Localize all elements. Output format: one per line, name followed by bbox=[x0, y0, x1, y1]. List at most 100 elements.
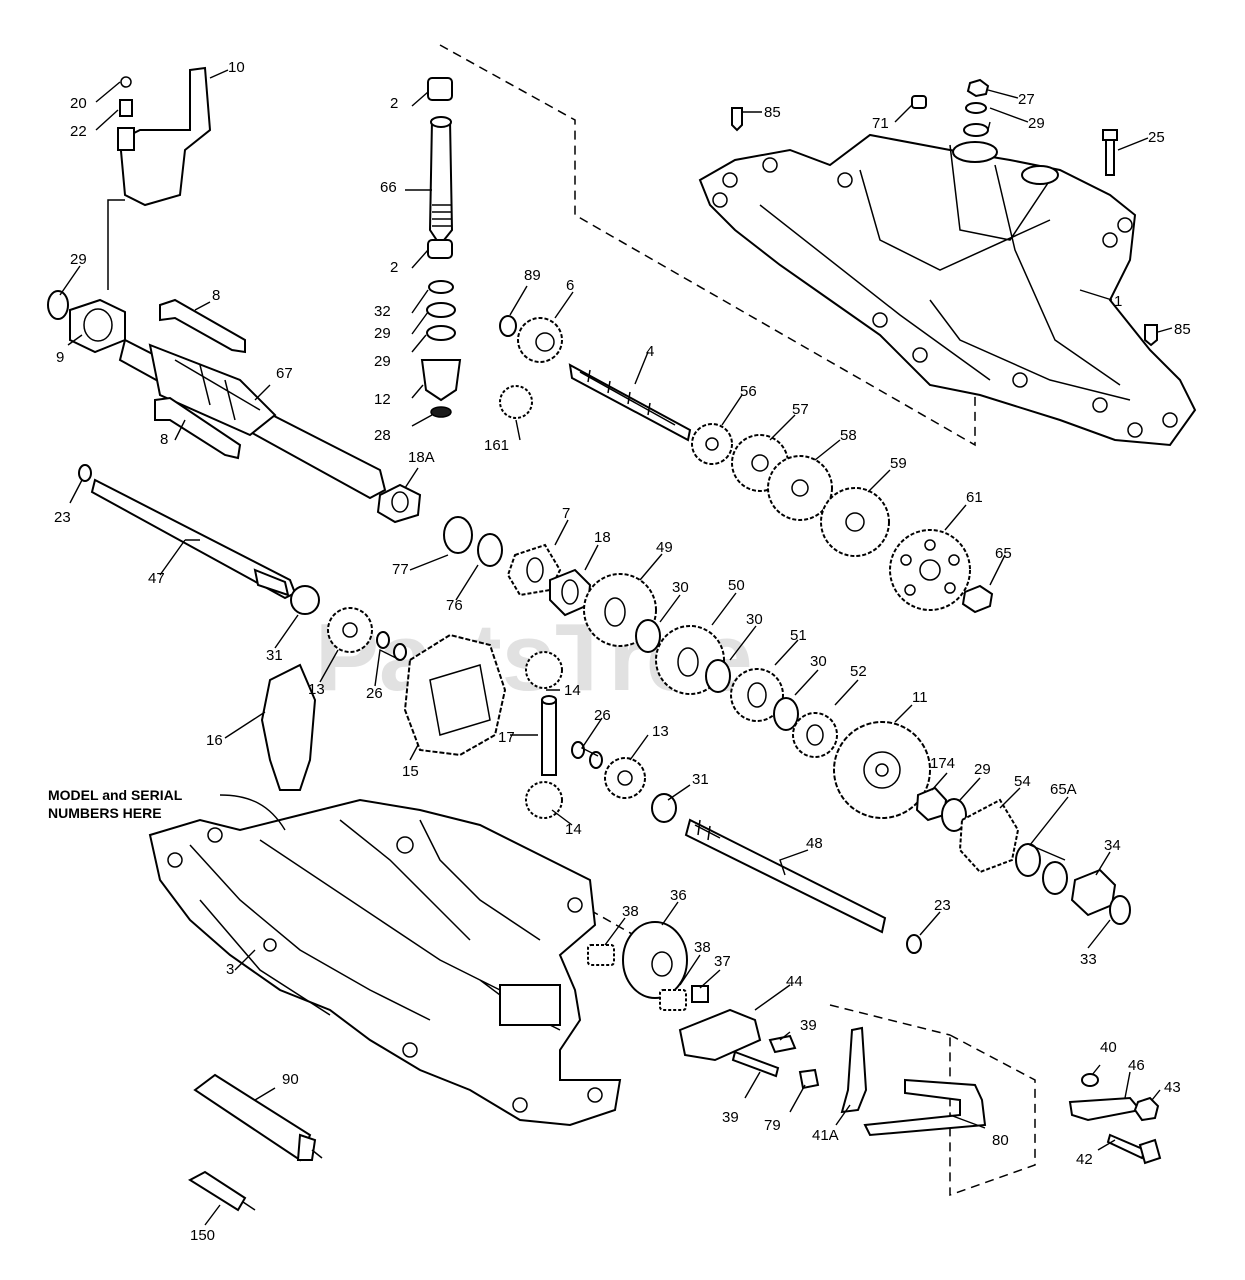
snap-ring-part-77 bbox=[443, 516, 473, 554]
callout-29: 29 bbox=[974, 761, 991, 778]
callout-34: 34 bbox=[1104, 837, 1121, 854]
callout-56: 56 bbox=[740, 383, 757, 400]
bevel-gear-part-14-bottom bbox=[525, 781, 563, 819]
bracket-part-80 bbox=[863, 1078, 987, 1137]
callout-48: 48 bbox=[806, 835, 823, 852]
callout-26: 26 bbox=[366, 685, 383, 702]
caliper-part-44 bbox=[678, 1008, 762, 1062]
callout-7: 7 bbox=[562, 505, 570, 522]
callout-10: 10 bbox=[228, 59, 245, 76]
callout-47: 47 bbox=[148, 570, 165, 587]
callout-90: 90 bbox=[282, 1071, 299, 1088]
nut-part-65 bbox=[961, 584, 994, 614]
callout-17: 17 bbox=[498, 729, 515, 746]
callout-31: 31 bbox=[692, 771, 709, 788]
callout-71: 71 bbox=[872, 115, 889, 132]
brake-disc-part-36 bbox=[622, 921, 688, 999]
washer-part-29-top bbox=[965, 102, 987, 114]
fork-guide-line bbox=[107, 199, 125, 290]
shaft-part-67 bbox=[118, 338, 387, 500]
gear-part-54 bbox=[958, 798, 1020, 874]
callout-11: 11 bbox=[912, 689, 928, 706]
shift-rail-part-8-bottom bbox=[154, 396, 242, 460]
callout-46: 46 bbox=[1128, 1057, 1145, 1074]
callout-30: 30 bbox=[810, 653, 827, 670]
callout-80: 80 bbox=[992, 1132, 1009, 1149]
callout-65: 65 bbox=[995, 545, 1012, 562]
washer-part-26-left-a bbox=[376, 631, 390, 649]
ring-part-16 bbox=[260, 663, 317, 791]
callout-150: 150 bbox=[190, 1227, 215, 1244]
callout-89: 89 bbox=[524, 267, 541, 284]
washer-part-40 bbox=[1081, 1073, 1099, 1087]
callout-38: 38 bbox=[694, 939, 711, 956]
callout-65A: 65A bbox=[1050, 781, 1077, 798]
bolt-part-25 bbox=[1102, 129, 1118, 176]
ring-part-30-c bbox=[773, 697, 799, 731]
callout-42: 42 bbox=[1076, 1151, 1093, 1168]
callout-52: 52 bbox=[850, 663, 867, 680]
callout-50: 50 bbox=[728, 577, 745, 594]
shift-rail-part-8-top bbox=[159, 298, 246, 354]
callout-54: 54 bbox=[1014, 773, 1031, 790]
washer-part-31-right bbox=[651, 793, 677, 823]
nut-part-27 bbox=[966, 78, 990, 98]
callout-30: 30 bbox=[746, 611, 763, 628]
brake-pad-part-38-right bbox=[659, 989, 687, 1011]
washer-part-26-right-a bbox=[571, 741, 585, 759]
ring-part-30-a bbox=[635, 619, 661, 653]
callout-13: 13 bbox=[652, 723, 669, 740]
spring-part-22 bbox=[119, 99, 133, 117]
callout-1: 1 bbox=[1114, 293, 1122, 310]
callout-23: 23 bbox=[934, 897, 951, 914]
callout-14: 14 bbox=[565, 821, 582, 838]
gear-part-61 bbox=[889, 529, 971, 611]
gear-part-7 bbox=[506, 543, 562, 597]
callout-44: 44 bbox=[786, 973, 803, 990]
brake-lever-part-41A bbox=[840, 1026, 868, 1114]
spacer-part-79 bbox=[798, 1068, 820, 1090]
vertical-shaft-stack bbox=[420, 77, 462, 418]
callout-25: 25 bbox=[1148, 129, 1165, 146]
callout-2: 2 bbox=[390, 95, 398, 112]
bolt-part-42 bbox=[1106, 1133, 1162, 1165]
callout-31: 31 bbox=[266, 647, 283, 664]
callout-49: 49 bbox=[656, 539, 673, 556]
bracket-part-46 bbox=[1068, 1096, 1142, 1122]
shaft-part-17 bbox=[541, 695, 557, 776]
shaft-part-48 bbox=[684, 818, 887, 934]
ball-part-20 bbox=[120, 76, 132, 88]
shaft-part-4 bbox=[568, 363, 692, 442]
callout-labels: 20 22 10 29 9 8 8 67 23 47 18A 2 66 2 32… bbox=[54, 59, 1191, 1244]
gear-part-161 bbox=[499, 385, 533, 419]
callout-2: 2 bbox=[390, 259, 398, 276]
callout-3: 3 bbox=[226, 961, 234, 978]
callout-58: 58 bbox=[840, 427, 857, 444]
callout-41A: 41A bbox=[812, 1127, 839, 1144]
ring-part-29-right bbox=[941, 798, 967, 832]
callout-51: 51 bbox=[790, 627, 807, 644]
washer-part-65A-a bbox=[1015, 843, 1041, 877]
callout-29: 29 bbox=[70, 251, 87, 268]
callout-43: 43 bbox=[1164, 1079, 1181, 1096]
brake-pad-part-38-left bbox=[587, 944, 615, 966]
dowel-pin-part-39-lower bbox=[731, 1050, 780, 1078]
bevel-gear-part-14-top bbox=[525, 651, 563, 689]
callout-29: 29 bbox=[1028, 115, 1045, 132]
seal-part-33 bbox=[1109, 895, 1131, 925]
callout-23: 23 bbox=[54, 509, 71, 526]
callout-18A: 18A bbox=[408, 449, 435, 466]
callout-79: 79 bbox=[764, 1117, 781, 1134]
callout-16: 16 bbox=[206, 732, 223, 749]
model-serial-note-line-1: MODEL and SERIAL bbox=[48, 787, 183, 803]
callout-57: 57 bbox=[792, 401, 809, 418]
callout-13: 13 bbox=[308, 681, 325, 698]
snap-ring-part-23-right bbox=[906, 934, 922, 954]
fitting-part-85-right bbox=[1144, 324, 1158, 347]
bevel-gear-part-13-left bbox=[327, 607, 373, 653]
callout-39: 39 bbox=[722, 1109, 739, 1126]
bevel-gear-part-13-right bbox=[604, 757, 646, 799]
callout-59: 59 bbox=[890, 455, 907, 472]
ring-gear-part-15 bbox=[403, 633, 507, 757]
